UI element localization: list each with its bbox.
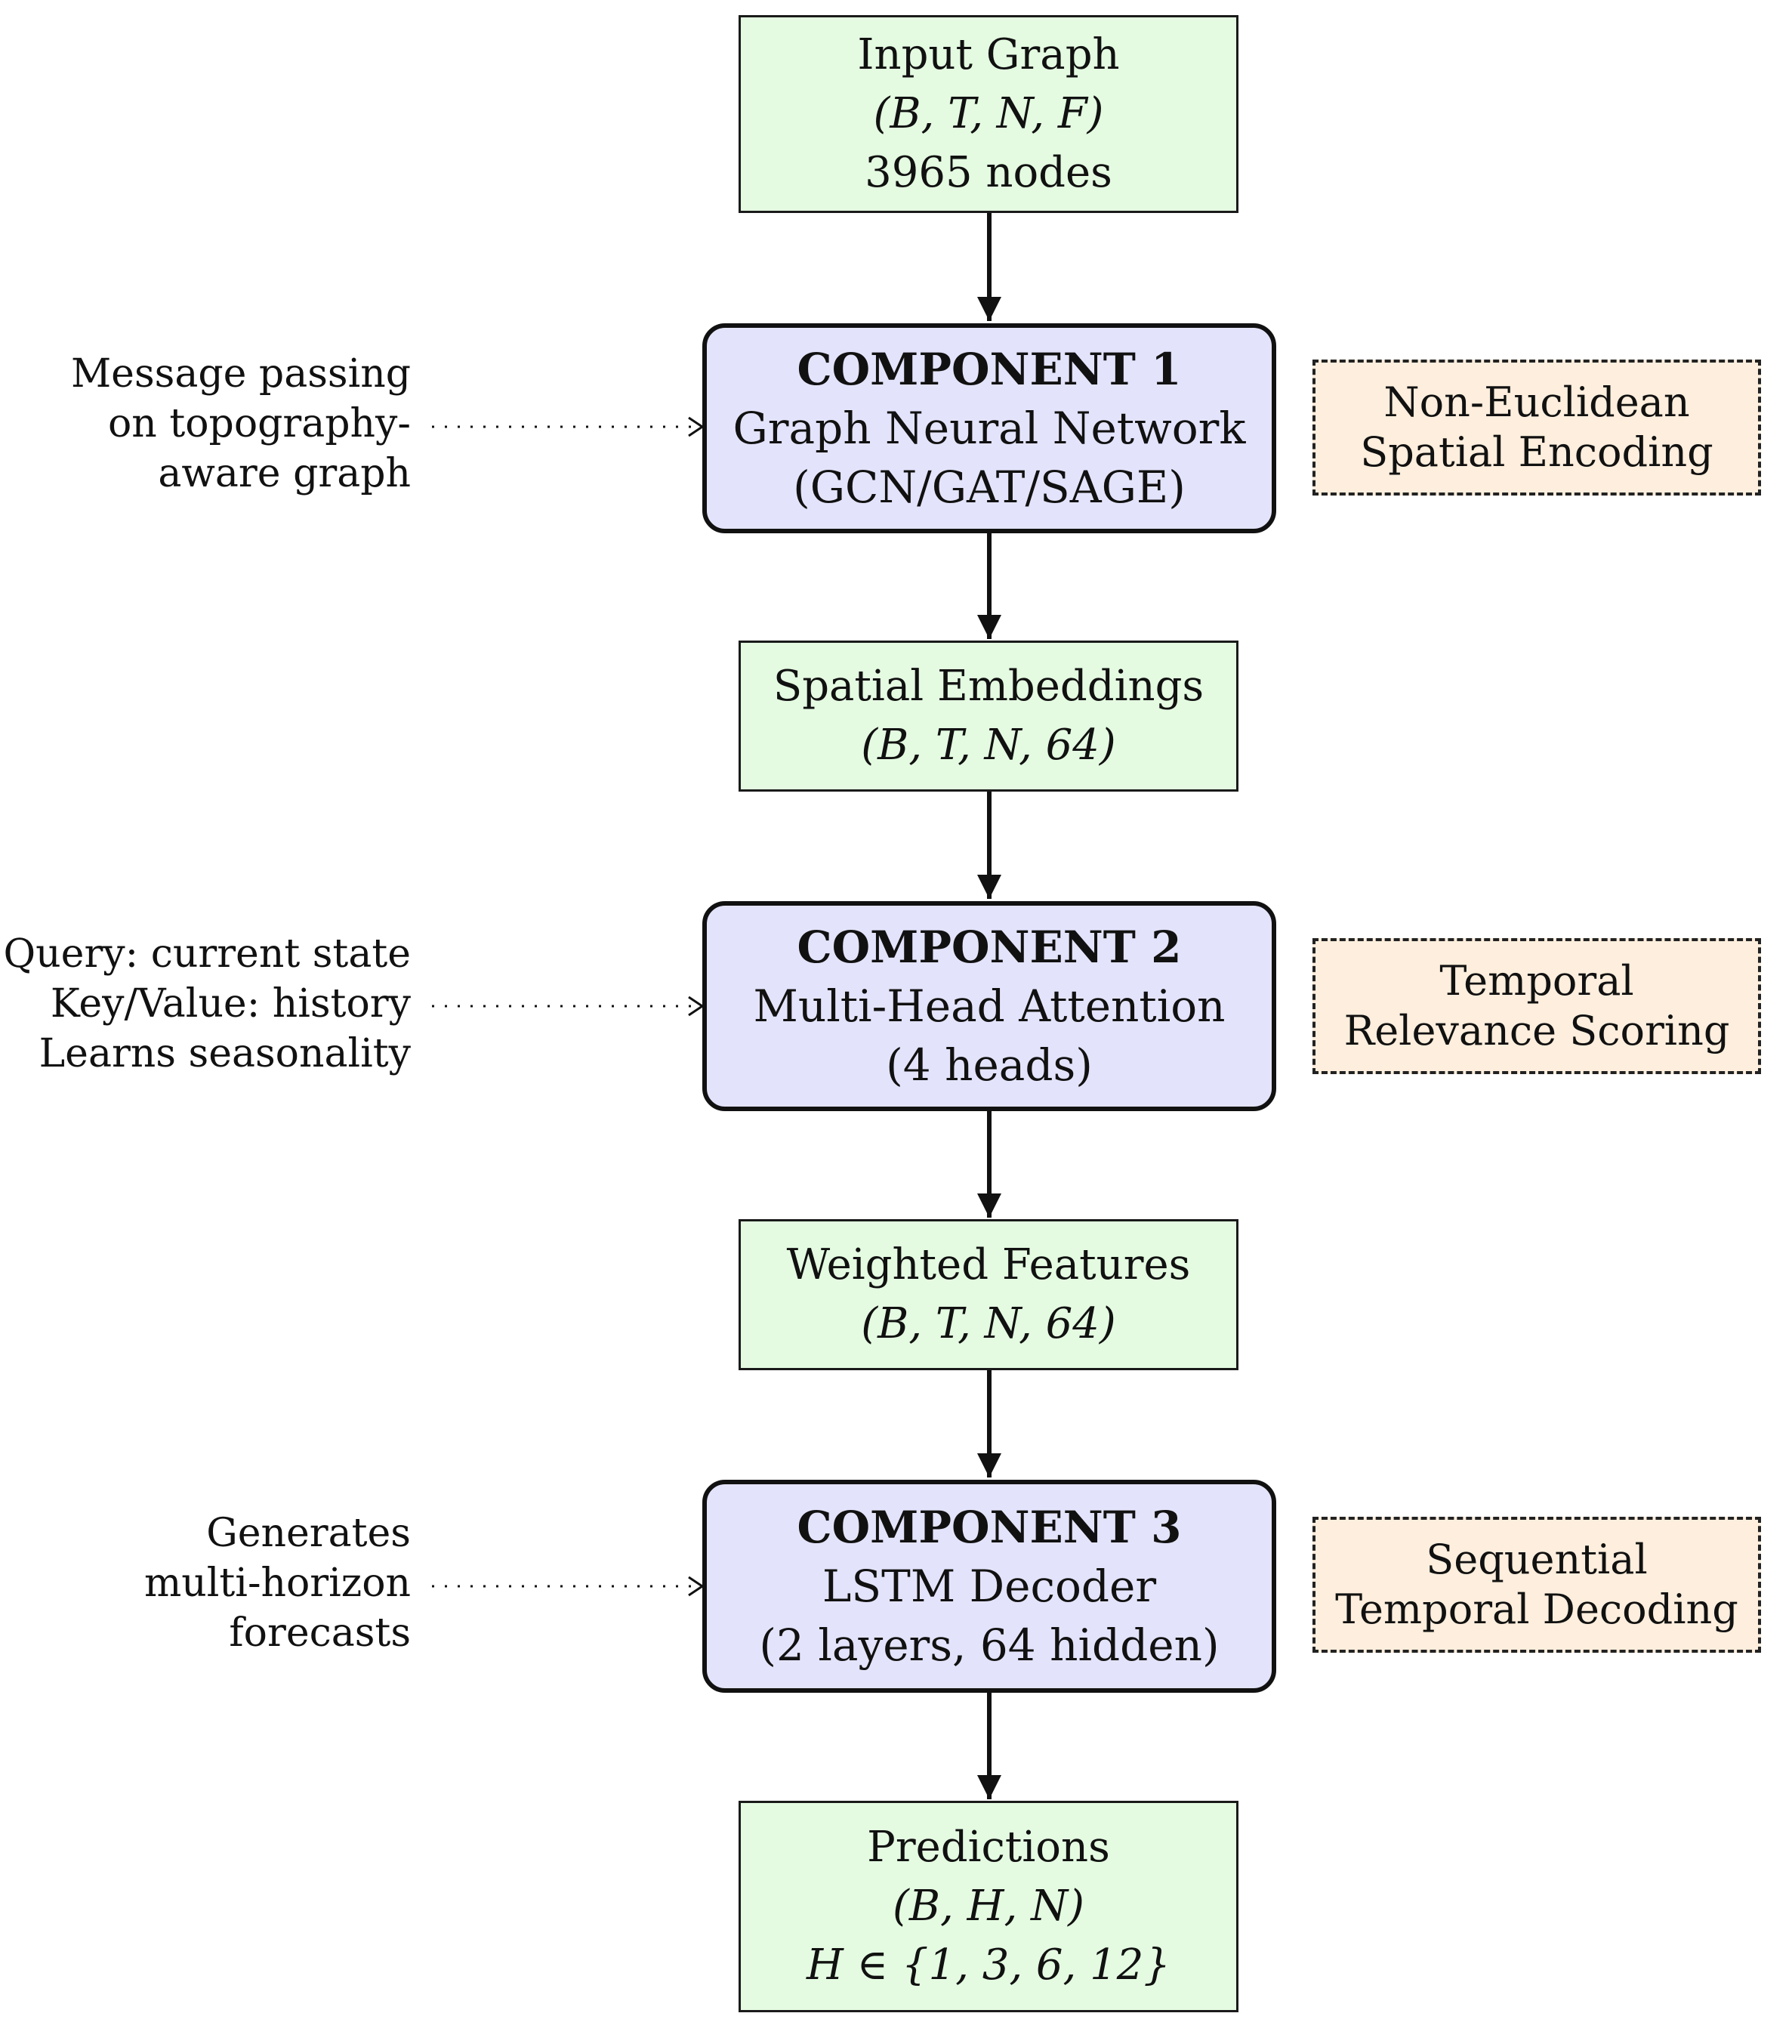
component-1-side-annotation: Message passing on topography- aware gra…	[71, 349, 411, 499]
predictions-shape: (B, H, N)	[893, 1882, 1084, 1931]
component-3-box: COMPONENT 3 LSTM Decoder (2 layers, 64 h…	[702, 1480, 1276, 1693]
weighted-features-box: Weighted Features (B, T, N, 64)	[739, 1219, 1238, 1370]
component-1-side-line-1: Message passing	[70, 351, 411, 397]
component-1-title: COMPONENT 1	[797, 344, 1182, 395]
component-1-note-line-1: Non-Euclidean	[1383, 378, 1690, 426]
component-3-side-line-1: Generates	[206, 1511, 411, 1556]
component-2-side-line-2: Key/Value: history	[50, 981, 411, 1027]
spatial-embeddings-title: Spatial Embeddings	[773, 662, 1204, 711]
component-1-note-line-2: Spatial Encoding	[1360, 428, 1713, 476]
component-1-side-line-2: on topography-	[108, 401, 411, 446]
input-graph-box: Input Graph (B, T, N, F) 3965 nodes	[739, 15, 1238, 213]
component-3-side-line-2: multi-horizon	[143, 1561, 411, 1606]
component-2-box: COMPONENT 2 Multi-Head Attention (4 head…	[702, 901, 1276, 1111]
component-2-note-line-2: Relevance Scoring	[1343, 1007, 1730, 1054]
component-3-note-line-2: Temporal Decoding	[1335, 1585, 1738, 1633]
component-3-title: COMPONENT 3	[797, 1502, 1182, 1553]
weighted-features-title: Weighted Features	[786, 1240, 1191, 1289]
component-2-note: Temporal Relevance Scoring	[1312, 938, 1761, 1074]
component-3-name: LSTM Decoder	[822, 1561, 1157, 1612]
input-graph-title: Input Graph	[857, 30, 1120, 79]
component-2-detail: (4 heads)	[886, 1039, 1093, 1091]
component-1-note: Non-Euclidean Spatial Encoding	[1312, 360, 1761, 496]
predictions-horizon-set: H ∈ {1, 3, 6, 12}	[806, 1941, 1171, 1990]
component-2-side-annotation: Query: current state Key/Value: history …	[4, 929, 411, 1079]
component-3-note-line-1: Sequential	[1426, 1536, 1648, 1583]
component-1-box: COMPONENT 1 Graph Neural Network (GCN/GA…	[702, 323, 1276, 533]
spatial-embeddings-box: Spatial Embeddings (B, T, N, 64)	[739, 641, 1238, 792]
component-2-note-line-1: Temporal	[1439, 957, 1634, 1005]
component-1-detail: (GCN/GAT/SAGE)	[793, 462, 1186, 513]
input-graph-node-count: 3965 nodes	[865, 148, 1112, 197]
component-3-note: Sequential Temporal Decoding	[1312, 1517, 1761, 1653]
component-2-side-line-3: Learns seasonality	[39, 1031, 411, 1076]
weighted-features-shape: (B, T, N, 64)	[861, 1299, 1116, 1348]
component-1-side-line-3: aware graph	[158, 451, 411, 496]
component-1-name: Graph Neural Network	[733, 403, 1246, 454]
predictions-title: Predictions	[867, 1823, 1110, 1872]
predictions-box: Predictions (B, H, N) H ∈ {1, 3, 6, 12}	[739, 1801, 1238, 2012]
input-graph-shape: (B, T, N, F)	[873, 89, 1104, 138]
component-2-name: Multi-Head Attention	[753, 980, 1226, 1032]
component-3-detail: (2 layers, 64 hidden)	[759, 1619, 1220, 1671]
component-3-side-annotation: Generates multi-horizon forecasts	[144, 1508, 411, 1658]
component-2-title: COMPONENT 2	[797, 922, 1182, 973]
component-3-side-line-3: forecasts	[229, 1610, 411, 1656]
component-2-side-line-1: Query: current state	[3, 931, 411, 977]
spatial-embeddings-shape: (B, T, N, 64)	[861, 721, 1116, 770]
